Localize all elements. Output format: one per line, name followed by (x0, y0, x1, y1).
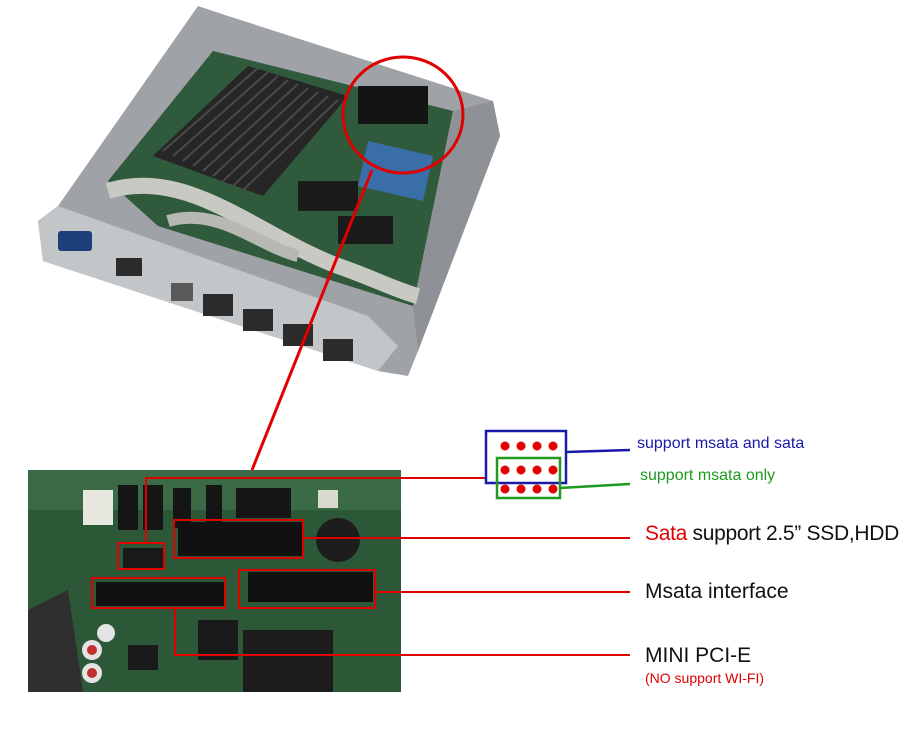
jumper-header (123, 548, 163, 568)
green-pointer-line (559, 482, 631, 490)
jumper-diagram (484, 429, 631, 500)
label-no-wifi: (NO support WI-FI) (645, 670, 765, 686)
sata-connector (178, 522, 303, 556)
label-mini-pcie: MINI PCI-E (645, 644, 752, 667)
blue-pointer-line (565, 448, 631, 454)
mini-pc-chassis-photo (38, 6, 500, 376)
capacitors (82, 624, 115, 683)
label-sata-word: Sata (645, 522, 687, 545)
label-msata-only: support msata only (640, 467, 776, 484)
heatsink (153, 66, 348, 196)
label-msata-and-sata: support msata and sata (637, 435, 805, 452)
msata-slot (248, 572, 373, 602)
label-msata-interface: Msata interface (645, 580, 789, 603)
label-sata-support: Sata support 2.5” SSD,HDD (645, 522, 899, 546)
mini-pcie-slot (96, 582, 224, 606)
jumper-blue-box (484, 429, 568, 485)
label-sata-rest: support 2.5” SSD,HDD (687, 522, 900, 545)
jumper-green-box (495, 456, 562, 500)
board-closeup-photo (28, 470, 401, 692)
